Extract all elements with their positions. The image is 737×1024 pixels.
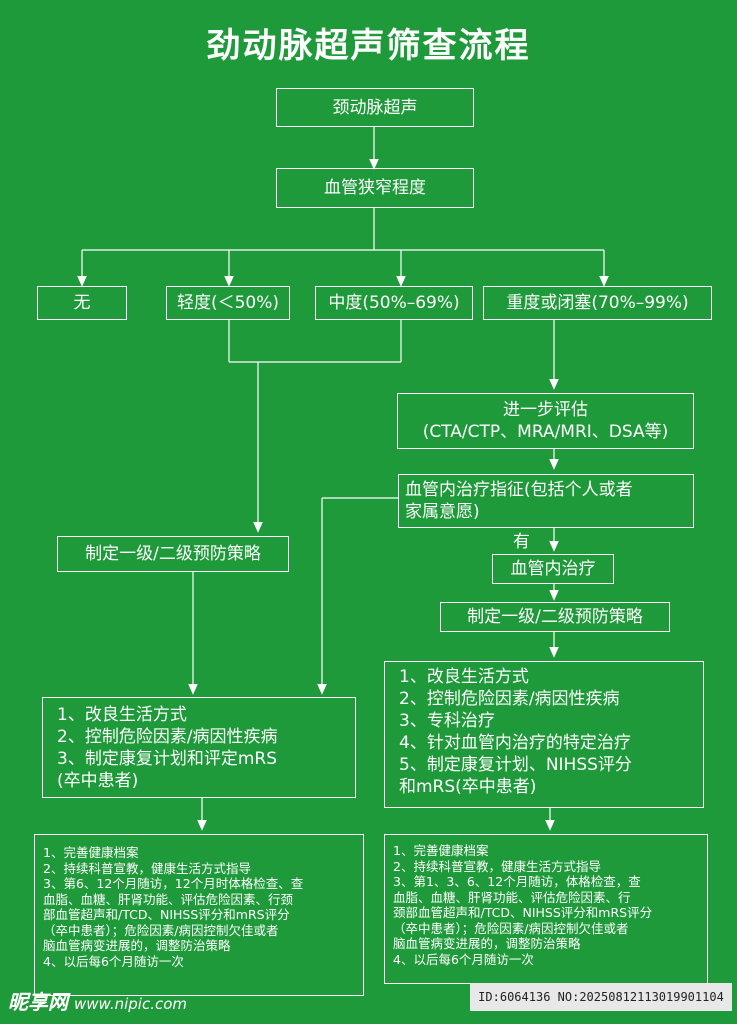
list-item: 3、第1、3、6、12个月随访，体格检查，查 xyxy=(393,874,641,889)
list-item: 2、持续科普宣教，健康生活方式指导 xyxy=(393,858,601,874)
node-left-measures: 1、改良生活方式 2、控制危险因素/病因性疾病 3、制定康复计划和评定mRS (… xyxy=(42,697,356,798)
node-right-followup: 1、完善健康档案 2、持续科普宣教，健康生活方式指导 3、第1、3、6、12个月… xyxy=(384,834,708,984)
list-item: 3、专科治疗 xyxy=(399,711,495,731)
list-item: 脑血管病变进展的，调整防治策略 xyxy=(43,938,231,953)
node-ultrasound: 颈动脉超声 xyxy=(276,88,474,127)
list-item: 颈部血管超声和/TCD、NIHSS评分和mRS评分 xyxy=(393,905,653,920)
node-mild: 轻度(＜50%) xyxy=(166,286,290,320)
node-further-evaluation: 进一步评估 (CTA/CTP、MRA/MRI、DSA等) xyxy=(397,393,694,449)
list-item: 4、以后每6个月随访一次 xyxy=(43,953,184,969)
list-item: 5、制定康复计划、NIHSS评分 xyxy=(399,755,632,775)
list-item: 脑血管病变进展的，调整防治策略 xyxy=(393,936,581,951)
node-prevention-left: 制定一级/二级预防策略 xyxy=(57,536,289,572)
list-item: 3、制定康复计划和评定mRS xyxy=(57,749,277,769)
node-prevention-right: 制定一级/二级预防策略 xyxy=(440,602,670,632)
list-item: 1、改良生活方式 xyxy=(57,705,187,725)
list-item: 血脂、血糖、肝肾功能、评估危险因素、行 xyxy=(393,889,631,905)
node-none: 无 xyxy=(37,286,127,320)
list-item: 3、第6、12个月随访，12个月时体格检查、查 xyxy=(43,876,304,891)
list-item: 4、针对血管内治疗的特定治疗 xyxy=(399,733,631,753)
node-moderate: 中度(50%–69%) xyxy=(315,286,473,320)
list-item: （卒中患者）；危险因素/病因控制欠佳或者 xyxy=(393,920,629,936)
watermark-logo: 昵享网 www.nipic.com xyxy=(8,986,187,1015)
right-followup-list: 1、完善健康档案 2、持续科普宣教，健康生活方式指导 3、第1、3、6、12个月… xyxy=(393,843,652,967)
indication-line-1: 血管内治疗指征(包括个人或者 xyxy=(405,480,633,500)
list-item: 2、控制危险因素/病因性疾病 xyxy=(57,727,278,747)
list-item: （卒中患者）；危险因素/病因控制欠佳或者 xyxy=(43,922,279,938)
indication-line-2: 家属意愿) xyxy=(405,502,480,522)
watermark-id: ID:6064136 NO:20250812113019901104 xyxy=(470,983,732,1011)
left-measures-list: 1、改良生活方式 2、控制危险因素/病因性疾病 3、制定康复计划和评定mRS (… xyxy=(57,704,278,792)
node-left-followup: 1、完善健康档案 2、持续科普宣教，健康生活方式指导 3、第6、12个月随访，1… xyxy=(34,834,364,996)
list-item: 1、完善健康档案 xyxy=(393,843,489,858)
list-item: 部血管超声和/TCD、NIHSS评分和mRS评分 xyxy=(43,907,290,922)
node-endovascular-indication: 血管内治疗指征(包括个人或者 家属意愿) xyxy=(398,474,694,528)
list-item: 和mRS(卒中患者) xyxy=(399,777,537,797)
list-item: 1、改良生活方式 xyxy=(399,667,529,687)
list-item: 2、持续科普宣教，健康生活方式指导 xyxy=(43,860,251,876)
list-item: 血脂、血糖、肝肾功能、评估危险因素、行颈 xyxy=(43,891,294,907)
watermark-site: www.nipic.com xyxy=(74,995,188,1013)
list-item: 1、完善健康档案 xyxy=(43,845,139,860)
node-right-measures: 1、改良生活方式 2、控制危险因素/病因性疾病 3、专科治疗 4、针对血管内治疗… xyxy=(384,661,704,808)
list-item: (卒中患者) xyxy=(57,771,139,791)
node-stenosis-degree: 血管狭窄程度 xyxy=(276,168,474,208)
further-eval-methods: (CTA/CTP、MRA/MRI、DSA等) xyxy=(422,422,669,442)
list-item: 4、以后每6个月随访一次 xyxy=(393,951,534,967)
page-title: 劲动脉超声筛查流程 xyxy=(206,26,531,66)
list-item: 2、控制危险因素/病因性疾病 xyxy=(399,689,620,709)
node-endovascular-therapy: 血管内治疗 xyxy=(492,554,614,584)
left-followup-list: 1、完善健康档案 2、持续科普宣教，健康生活方式指导 3、第6、12个月随访，1… xyxy=(43,845,303,969)
watermark-logo-text: 昵享网 xyxy=(8,990,68,1014)
node-severe: 重度或闭塞(70%–99%) xyxy=(483,286,712,320)
label-yes: 有 xyxy=(513,532,530,552)
right-measures-list: 1、改良生活方式 2、控制危险因素/病因性疾病 3、专科治疗 4、针对血管内治疗… xyxy=(399,666,632,798)
further-eval-title: 进一步评估 xyxy=(503,400,588,420)
